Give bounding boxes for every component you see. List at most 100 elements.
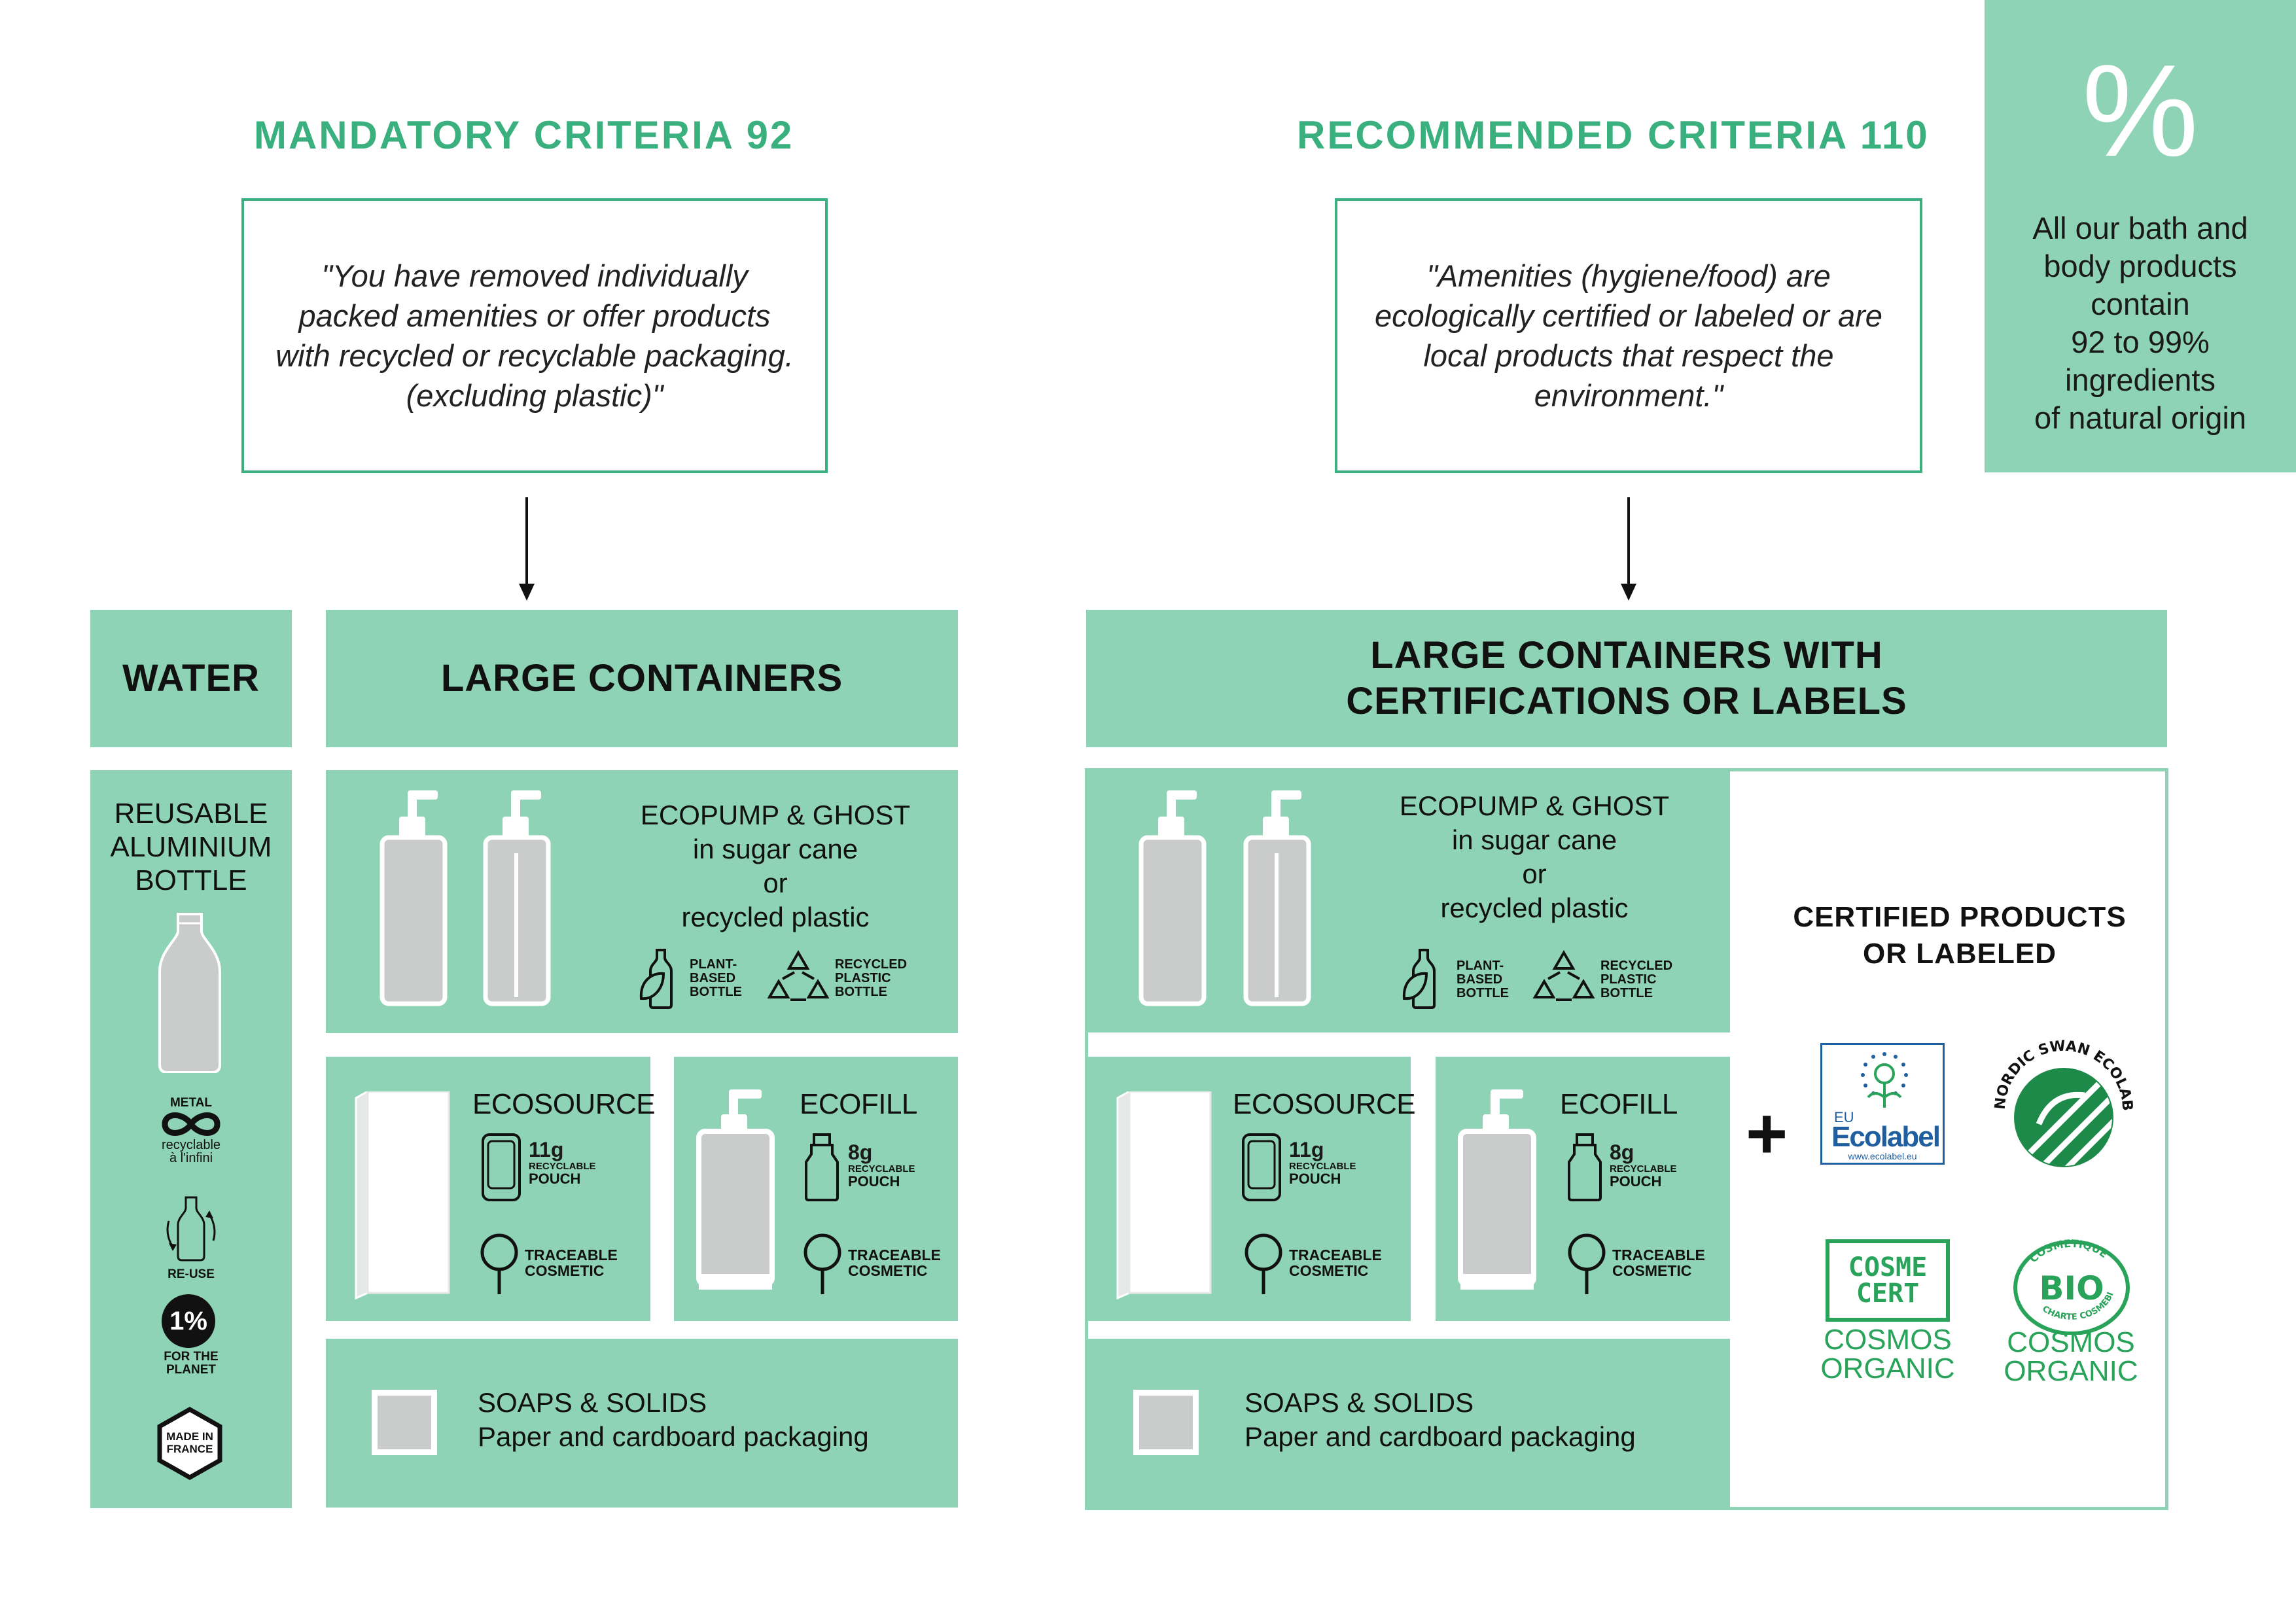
traceable-line: TRACEABLE: [525, 1246, 618, 1263]
percent-symbol: %: [2082, 38, 2199, 184]
ecofill-traceable: TRACEABLE COSMETIC: [1612, 1247, 1705, 1279]
ecopump-title-line: recycled plastic: [1440, 892, 1629, 923]
cosmecert-caption: COSMOS ORGANIC: [1806, 1326, 1969, 1383]
ecopump-title-line: or: [763, 868, 788, 898]
metal-label: METAL: [169, 1096, 213, 1110]
plant-based-bottle-icon: [1402, 949, 1436, 1009]
pouch-icon: [1242, 1133, 1281, 1201]
plant-based-line: BASED: [690, 971, 736, 985]
ecosource-title: ECOSOURCE: [1233, 1088, 1416, 1120]
recycled-plastic-bottle-icon: [767, 950, 830, 1001]
mandatory-quote: "You have removed individually packed am…: [275, 258, 794, 413]
plant-based-bottle-icon: [639, 949, 673, 1009]
natural-origin-line: body products: [2043, 249, 2237, 283]
recommended-quote-box: "Amenities (hygiene/food) are ecological…: [1335, 198, 1922, 473]
certified-products-title: CERTIFIED PRODUCTS OR LABELED: [1740, 899, 2179, 972]
traceable-line: COSMETIC: [1289, 1262, 1369, 1279]
soaps-title: SOAPS & SOLIDS: [478, 1387, 707, 1418]
reuse-bottle-icon: [166, 1196, 216, 1262]
plant-based-line: PLANT-: [690, 957, 737, 972]
ecopump-title-line: recycled plastic: [681, 902, 870, 932]
made-in-france-icon: [157, 1407, 222, 1480]
made-in-france-line: FRANCE: [166, 1443, 213, 1455]
recycled-plastic-line: PLASTIC: [835, 971, 891, 985]
recycled-plastic-label: RECYCLED PLASTIC BOTTLE: [1600, 959, 1672, 1000]
natural-origin-line: ingredients: [2065, 362, 2216, 397]
natural-origin-line: of natural origin: [2034, 400, 2246, 435]
certified-ecopump-title: ECOPUMP & GHOST in sugar cane or recycle…: [1374, 789, 1695, 925]
pump-bottle-icon: [380, 790, 448, 1006]
mandatory-heading: MANDATORY CRITERIA 92: [254, 113, 794, 157]
mandatory-quote-box: "You have removed individually packed am…: [241, 198, 828, 473]
cosmecert-line: COSME: [1848, 1252, 1928, 1282]
recycled-plastic-line: BOTTLE: [1600, 986, 1653, 1000]
certified-frame: [1085, 768, 2168, 1510]
cosmebio-center: BIO: [2039, 1269, 2104, 1307]
ecofill-weight-label: POUCH: [848, 1173, 900, 1190]
water-panel: [90, 770, 292, 1508]
certified-header-line: LARGE CONTAINERS WITH: [1370, 634, 1883, 677]
soap-bar-icon: [372, 1390, 437, 1455]
certified-header-line: CERTIFICATIONS OR LABELS: [1346, 680, 1907, 722]
recycled-plastic-line: RECYCLED: [1600, 959, 1673, 973]
soaps-title: SOAPS & SOLIDS: [1245, 1387, 1474, 1418]
natural-origin-line: All our bath and: [2032, 211, 2248, 245]
ecofill-title: ECOFILL: [1560, 1088, 1678, 1120]
traceable-magnifier-icon: [804, 1233, 841, 1294]
ecosource-weight: 11g: [529, 1138, 564, 1161]
certified-products-line: OR LABELED: [1863, 938, 2057, 970]
nordic-swan-logo: NORDIC SWAN ECOLABEL: [1987, 1033, 2135, 1167]
recommended-heading: RECOMMENDED CRITERIA 110: [1297, 113, 1930, 157]
ecofill-title: ECOFILL: [800, 1088, 917, 1120]
natural-origin-box: % All our bath and body products contain…: [1985, 0, 2296, 472]
ecofill-bottle-icon: [696, 1089, 775, 1290]
ecosource-weight-label: POUCH: [1289, 1171, 1341, 1187]
ecosource-pouch-icon: [1116, 1091, 1212, 1299]
eu-ecolabel-url: www.ecolabel.eu: [1848, 1151, 1917, 1161]
plant-based-label: PLANT- BASED BOTTLE: [1457, 959, 1509, 1000]
ecofill-traceable: TRACEABLE COSMETIC: [848, 1247, 941, 1279]
reusable-bottle-title-line: ALUMINIUM: [110, 831, 272, 863]
ecopump-title: ECOPUMP & GHOST in sugar cane or recycle…: [615, 798, 936, 934]
reusable-bottle-title: REUSABLE ALUMINIUM BOTTLE: [90, 797, 292, 897]
ecofill-weight-label: POUCH: [1610, 1173, 1662, 1190]
arrow-down-icon: [1621, 497, 1636, 601]
recycled-plastic-line: PLASTIC: [1600, 972, 1657, 987]
recycled-plastic-line: BOTTLE: [835, 985, 887, 999]
one-percent-planet-icon: 1%: [162, 1294, 215, 1348]
water-header: WATER: [90, 610, 292, 747]
one-percent-symbol: 1%: [169, 1306, 207, 1335]
plant-based-line: PLANT-: [1457, 959, 1504, 973]
ecopump-title-line: ECOPUMP & GHOST: [640, 800, 911, 830]
cosmecert-line: CERT: [1856, 1279, 1920, 1309]
ecofill-weight-sub: RECYCLABLE: [1610, 1163, 1677, 1174]
ecosource-weight-sub: RECYCLABLE: [529, 1161, 596, 1172]
certified-products-line: CERTIFIED PRODUCTS: [1793, 901, 2127, 933]
traceable-line: COSMETIC: [1612, 1262, 1692, 1279]
ecosource-traceable: TRACEABLE COSMETIC: [525, 1247, 618, 1279]
for-the-planet-label: FOR THE PLANET: [144, 1350, 238, 1377]
made-in-france-label: MADE IN FRANCE: [156, 1430, 224, 1455]
cosmebio-arc-top: COSMETIQUE: [2027, 1237, 2110, 1265]
eu-ecolabel-eu: EU: [1834, 1109, 1854, 1125]
ghost-bottle-icon: [483, 790, 551, 1006]
eu-flower-icon: [1861, 1052, 1908, 1108]
ecosource-weight-label: POUCH: [529, 1171, 581, 1187]
natural-origin-text: All our bath and body products contain 9…: [2032, 209, 2248, 437]
traceable-magnifier-icon: [1568, 1233, 1606, 1294]
natural-origin-line: contain: [2091, 287, 2190, 321]
pouch-icon: [482, 1133, 521, 1201]
ecopump-title-line: or: [1522, 858, 1547, 889]
traceable-line: COSMETIC: [525, 1262, 605, 1279]
plant-based-line: BASED: [1457, 972, 1503, 987]
refill-bottle-icon: [1568, 1133, 1602, 1201]
aluminium-bottle-icon: [158, 913, 221, 1073]
traceable-line: COSMETIC: [848, 1262, 928, 1279]
for-the-planet-line: PLANET: [166, 1363, 216, 1377]
ecosource-traceable: TRACEABLE COSMETIC: [1289, 1247, 1382, 1279]
metal-recyclable-line: à l'infini: [169, 1151, 213, 1165]
plant-based-line: BOTTLE: [690, 985, 742, 999]
recycled-plastic-bottle-icon: [1532, 950, 1595, 1001]
ecosource-weight-badge: 11g RECYCLABLE POUCH: [1289, 1139, 1356, 1186]
plus-icon: +: [1746, 1093, 1788, 1174]
